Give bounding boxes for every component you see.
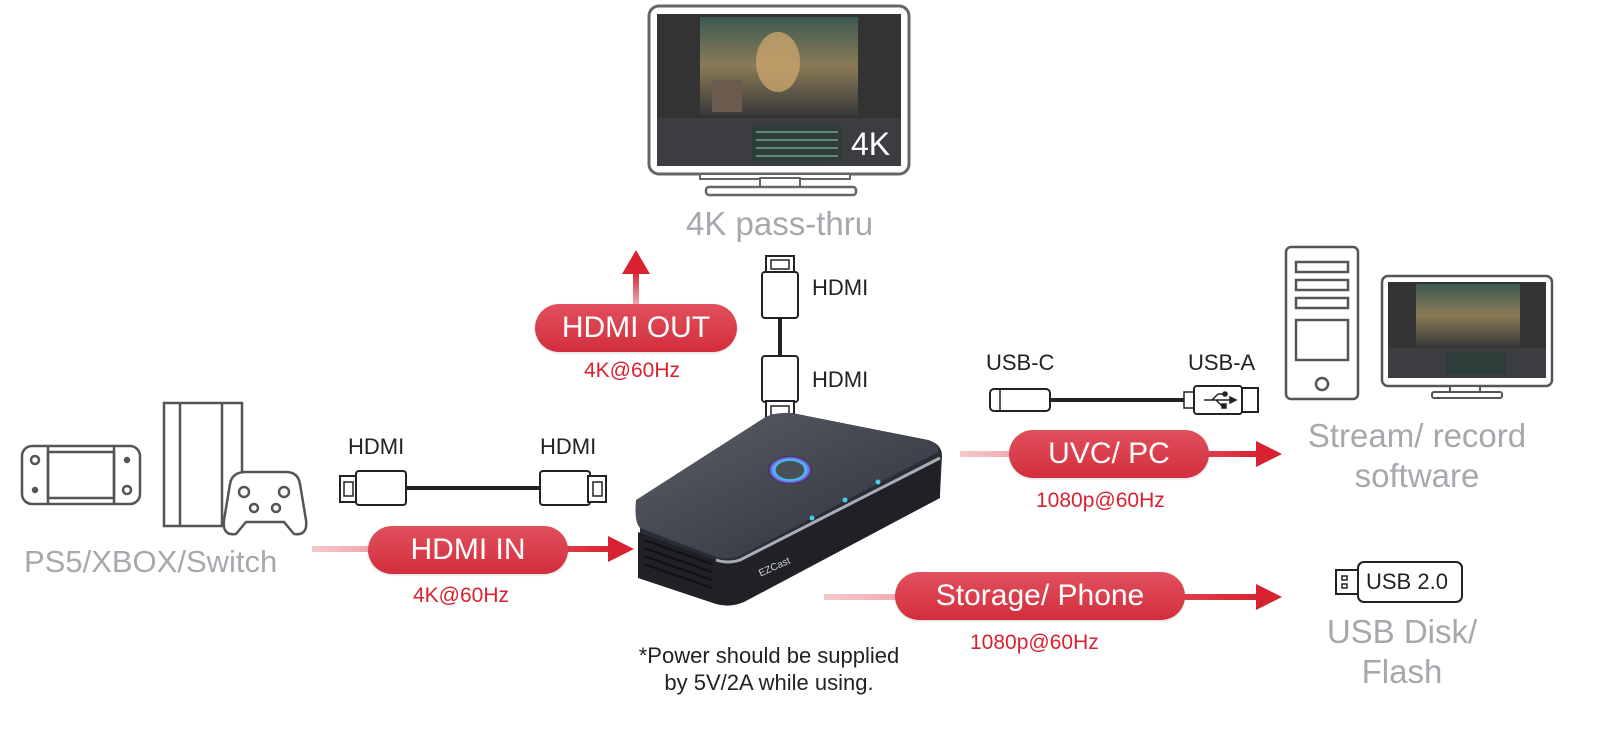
input-hdmi-left-label: HDMI [348,434,405,459]
power-note: *Power should be supplied by 5V/2A while… [620,642,918,696]
pc-caption: Stream/ record software [1300,416,1534,496]
storage-phone-pill: Storage/ Phone [895,572,1185,620]
uvc-pc-pill: UVC/ PC [1009,430,1209,478]
switch-icon [20,444,142,506]
usb-disk-caption-line2: Flash [1361,653,1443,690]
pc-monitor-icon [1380,274,1554,399]
hdmi-in-spec: 4K@60Hz [413,584,510,607]
usb-stick-label: USB 2.0 [1366,569,1448,594]
hdmi-in-pill: HDMI IN [368,526,568,574]
uvc-pc-spec: 1080p@60Hz [1036,489,1165,512]
hdmi-out-label: HDMI OUT [561,311,711,344]
usb-disk-caption: USB Disk/ Flash [1310,612,1494,692]
hdmi-in-label: HDMI IN [410,533,526,566]
hdmi-out-spec: 4K@60Hz [584,359,681,382]
uvc-pc-label: UVC/ PC [1048,437,1170,470]
vertical-hdmi-cable [761,255,799,420]
top-monitor-icon [647,4,911,197]
usb-a-label: USB-A [1188,350,1256,375]
usb-c-label: USB-C [986,350,1055,375]
capture-device-icon [635,412,942,606]
storage-phone-label: Storage/ Phone [935,579,1145,612]
usb-trident-icon [1204,391,1238,409]
hdmi-out-arrow [622,250,650,312]
pc-tower-icon [1284,245,1360,401]
pass-thru-caption: 4K pass-thru [686,205,874,242]
gamepad-icon [222,470,308,536]
pc-caption-line1: Stream/ record [1307,417,1527,454]
vertical-hdmi-bottom-label: HDMI [812,367,869,392]
usb-stick-icon [1335,561,1463,603]
hdmi-out-pill: HDMI OUT [535,304,737,352]
storage-phone-spec: 1080p@60Hz [970,631,1099,654]
pc-caption-line2: software [1354,457,1480,494]
usb-disk-caption-line1: USB Disk/ [1326,613,1478,650]
input-hdmi-right-label: HDMI [540,434,597,459]
power-note-line1: *Power should be supplied [638,643,900,668]
power-note-line2: by 5V/2A while using. [664,670,874,695]
consoles-caption: PS5/XBOX/Switch [24,544,278,579]
vertical-hdmi-top-label: HDMI [812,275,869,300]
monitor-4k-badge: 4K [851,126,891,162]
input-hdmi-cable [339,470,607,506]
